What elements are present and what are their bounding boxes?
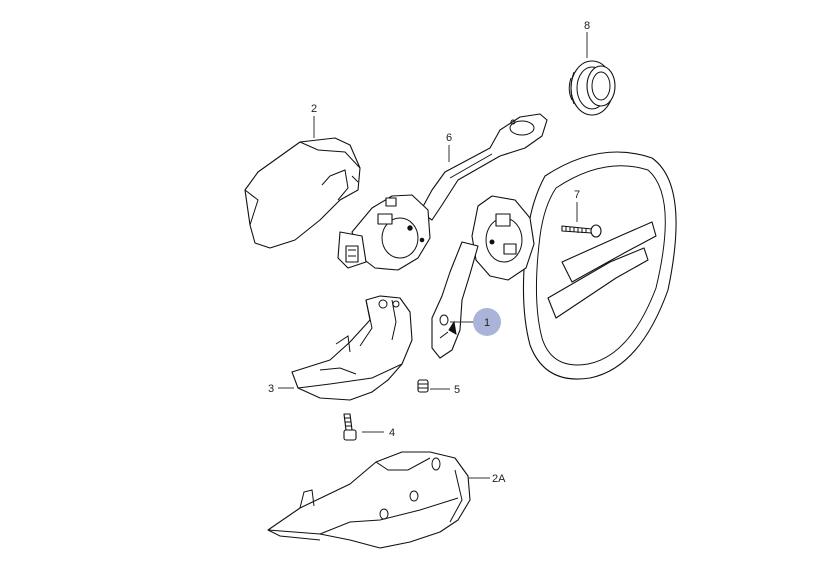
callout-label-4[interactable]: 4 — [389, 427, 395, 439]
part-2a-lower-trim[interactable] — [267, 451, 471, 549]
callout-leaders — [278, 32, 588, 479]
callout-1-highlight — [473, 308, 501, 336]
part-2-upper-shroud[interactable] — [244, 137, 361, 249]
part-3-lower-shroud[interactable] — [291, 295, 413, 401]
part-4-screw[interactable] — [343, 413, 357, 441]
callout-label-3[interactable]: 3 — [268, 383, 274, 395]
callout-label-8[interactable]: 8 — [584, 20, 590, 32]
callout-label-2a[interactable]: 2A — [492, 473, 506, 485]
part-5-screw[interactable] — [417, 379, 429, 393]
steering-wheel — [522, 151, 677, 380]
part-7-screw[interactable] — [561, 224, 602, 238]
callout-label-6[interactable]: 6 — [446, 132, 452, 144]
callout-label-1[interactable]: 1 — [484, 317, 490, 329]
callout-label-7[interactable]: 7 — [574, 189, 580, 201]
part-8-grommet[interactable] — [568, 60, 616, 116]
callout-label-2[interactable]: 2 — [311, 103, 317, 115]
part-6-wiper-switch[interactable] — [337, 113, 548, 271]
callout-label-5[interactable]: 5 — [454, 384, 460, 396]
part-1-turn-signal-switch[interactable] — [431, 195, 602, 359]
